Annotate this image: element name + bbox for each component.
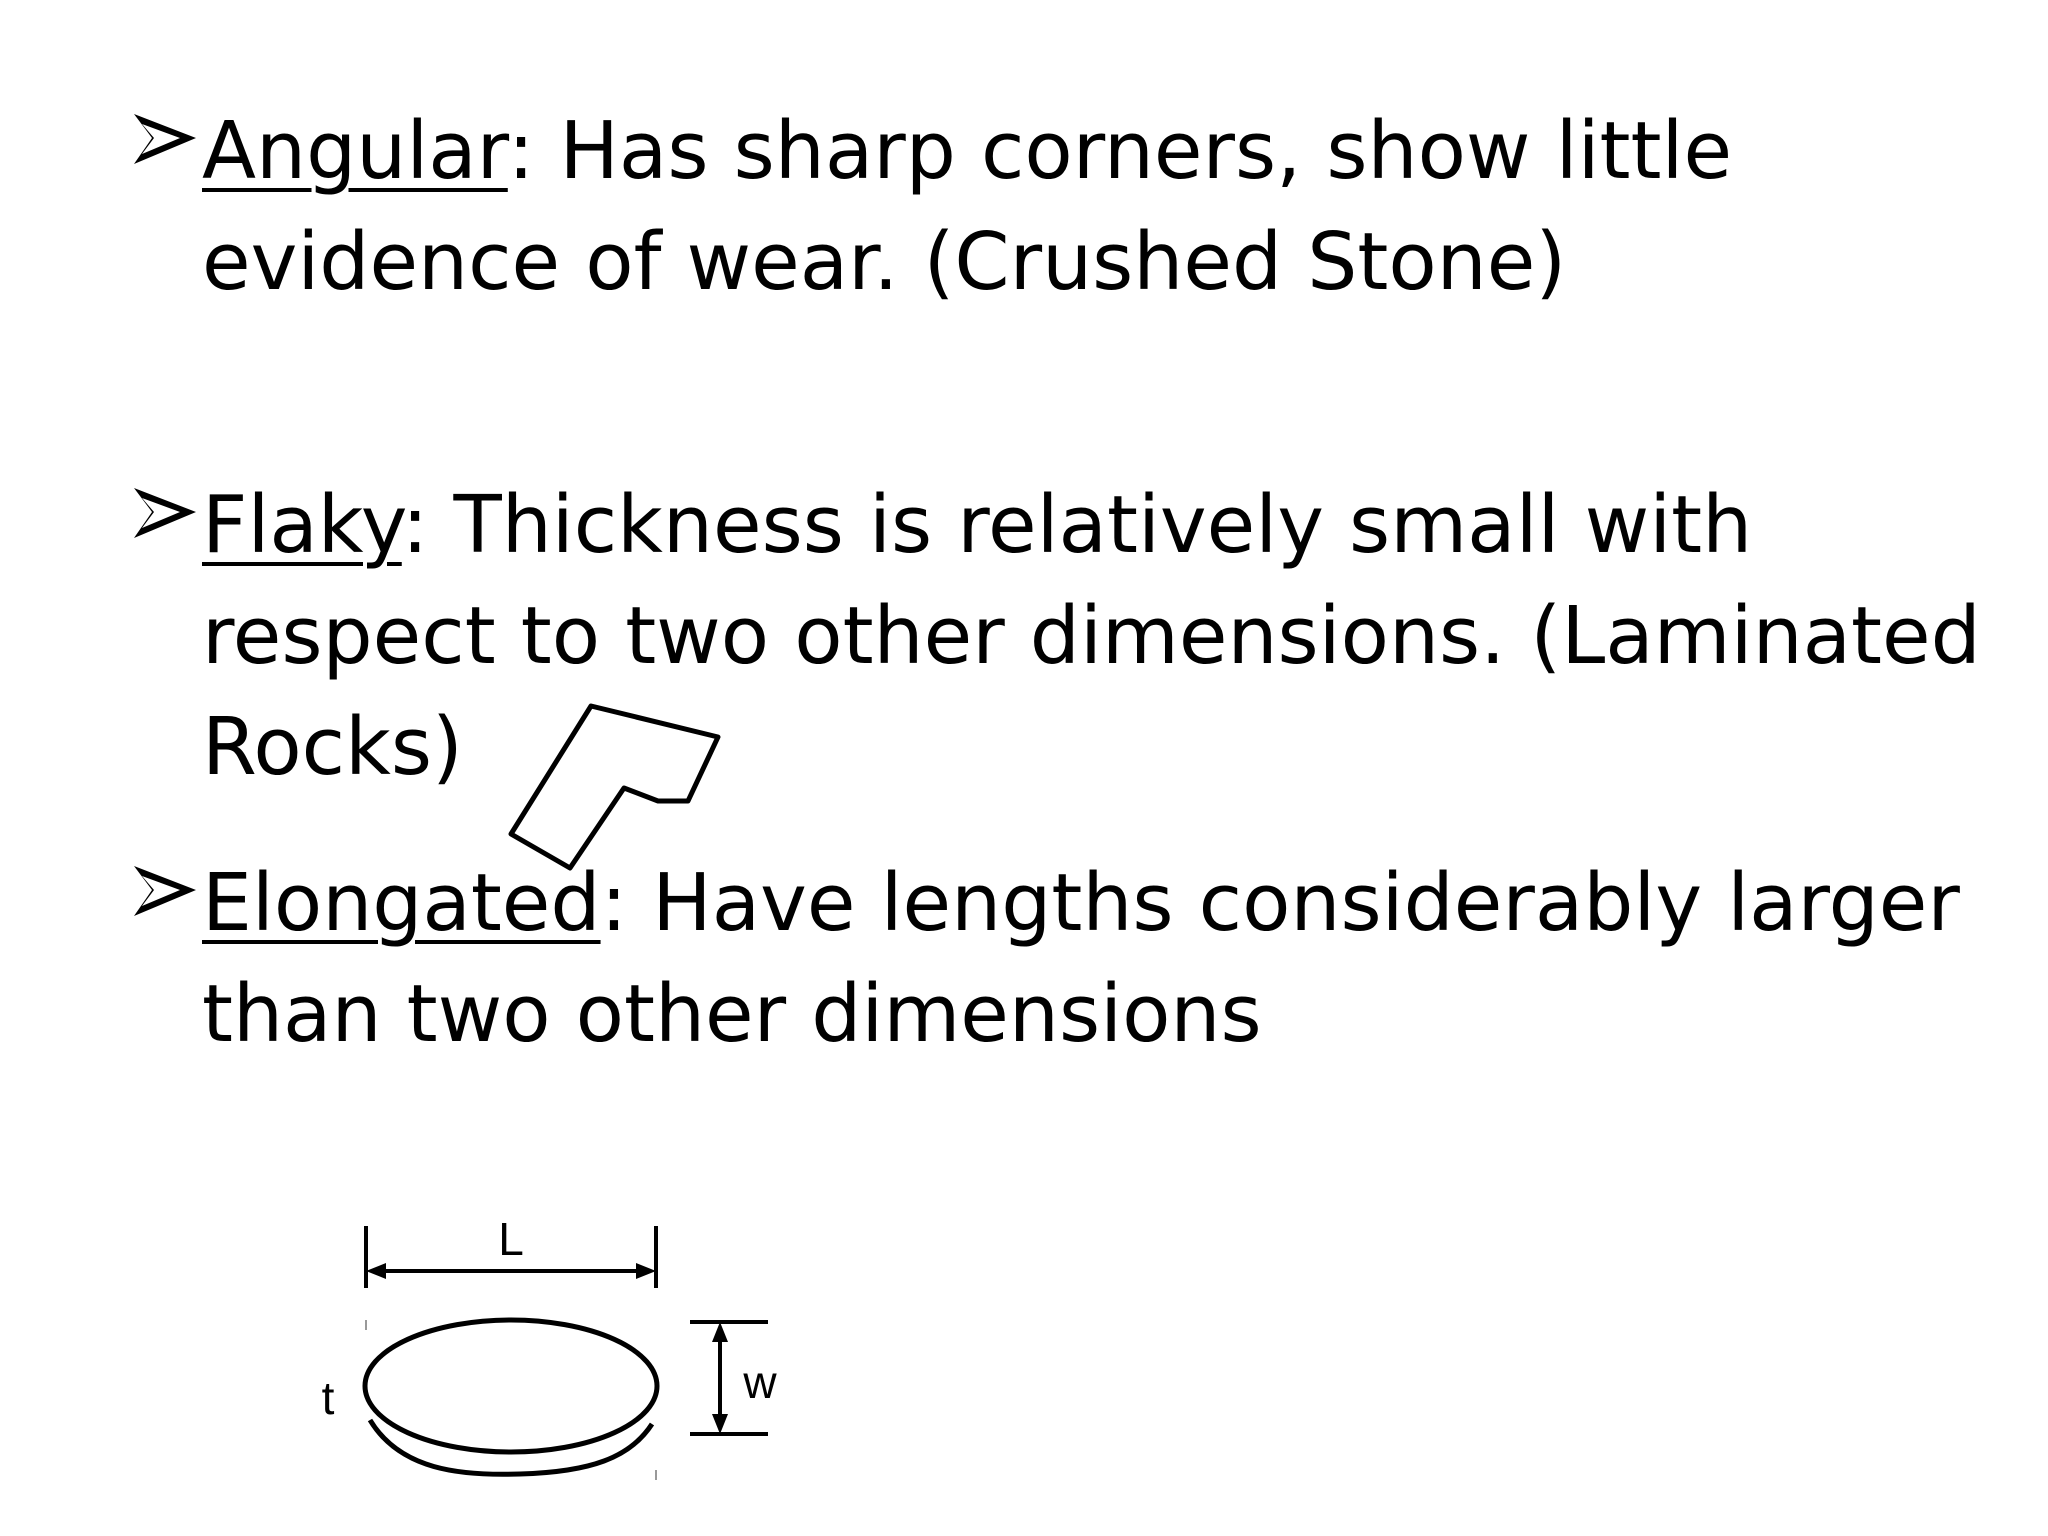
- width-arrow-top: [712, 1322, 728, 1342]
- bullet-flaky: Flaky: Thickness is relatively small wit…: [130, 470, 2030, 803]
- length-arrow-left: [366, 1263, 386, 1279]
- bullet-description: : Have lengths considerably larger than …: [202, 857, 1960, 1060]
- elongated-particle-diagram: L t w: [322, 1213, 777, 1480]
- bullet-term: Flaky: [202, 479, 402, 571]
- bullet-text: Elongated: Have lengths considerably lar…: [202, 848, 2030, 1070]
- length-arrow-right: [636, 1263, 656, 1279]
- bullet-description: : Has sharp corners, show little evidenc…: [202, 105, 1733, 308]
- bullet-description: : Thickness is relatively small with res…: [202, 479, 1981, 793]
- width-arrow-bottom: [712, 1414, 728, 1434]
- arrowhead-bullet-icon: [134, 488, 196, 538]
- width-label: w: [742, 1356, 777, 1408]
- bullet-angular: Angular: Has sharp corners, show little …: [130, 96, 2030, 318]
- length-label: L: [498, 1213, 524, 1265]
- bullet-term: Angular: [202, 105, 508, 197]
- arrowhead-bullet-icon: [134, 866, 196, 916]
- flaky-particle-shape: [508, 703, 721, 871]
- thickness-label: t: [322, 1372, 335, 1424]
- particle-ellipse: [362, 1317, 660, 1455]
- bullet-text: Angular: Has sharp corners, show little …: [202, 96, 2030, 318]
- bullet-text: Flaky: Thickness is relatively small wit…: [202, 470, 2030, 803]
- arrowhead-bullet-icon: [134, 114, 196, 164]
- bullet-term: Elongated: [202, 857, 601, 949]
- particle-thickness-curve: [367, 1418, 655, 1477]
- bullet-elongated: Elongated: Have lengths considerably lar…: [130, 848, 2030, 1070]
